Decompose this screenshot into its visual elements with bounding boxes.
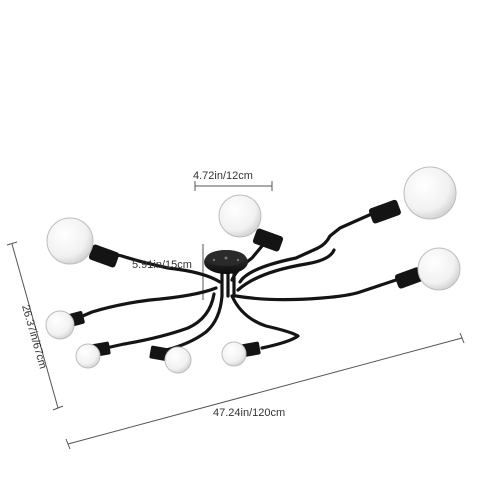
drop-height-label: 5.91in/15cm bbox=[132, 259, 192, 271]
bulb bbox=[221, 341, 247, 367]
bulb bbox=[164, 346, 192, 374]
depth-label: 26.37in/67cm bbox=[19, 304, 49, 371]
bulb bbox=[417, 247, 461, 291]
width-label: 47.24in/120cm bbox=[213, 407, 285, 419]
bulb bbox=[46, 217, 94, 265]
width-line bbox=[67, 337, 463, 445]
bulb bbox=[403, 166, 457, 220]
bulb-spacing-label: 4.72in/12cm bbox=[193, 170, 253, 182]
light-bulbs bbox=[45, 166, 461, 374]
depth-line bbox=[11, 243, 59, 409]
bulb bbox=[218, 194, 262, 238]
bulb bbox=[75, 343, 101, 369]
bulb bbox=[45, 310, 75, 340]
dimension-lines bbox=[6, 181, 465, 450]
ceiling-canopy bbox=[204, 250, 248, 274]
